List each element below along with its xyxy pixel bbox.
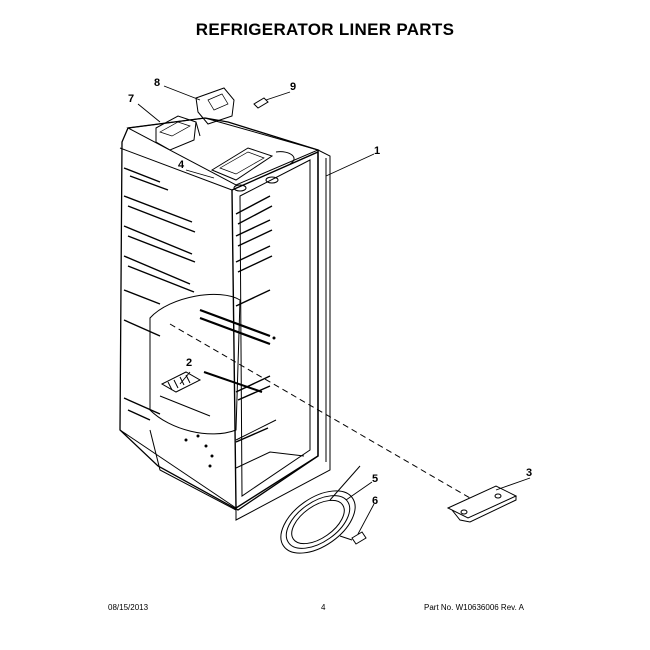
fastener-holes	[184, 336, 276, 468]
vent-grille-2	[160, 371, 202, 393]
callout-2: 2	[186, 357, 192, 369]
bracket-8	[195, 87, 235, 125]
damper-housing-7	[155, 115, 201, 151]
callout-1: 1	[374, 145, 380, 157]
callout-5: 5	[372, 473, 378, 485]
callout-7: 7	[128, 93, 134, 105]
right-shelf-rails	[235, 195, 273, 443]
callout-4: 4	[178, 159, 185, 171]
footer-part-number: Part No. W10636006 Rev. A	[424, 603, 524, 612]
liner-body	[119, 117, 331, 521]
leader-dashed-3	[169, 323, 471, 499]
back-recess	[149, 294, 271, 435]
page-title: REFRIGERATOR LINER PARTS	[195, 20, 455, 39]
control-housing-4	[210, 147, 295, 192]
callout-6: 6	[372, 495, 378, 507]
callout-9: 9	[290, 81, 296, 93]
footer-date: 08/15/2013	[108, 603, 149, 612]
light-cover-3	[446, 485, 518, 523]
clip-6	[351, 531, 367, 545]
footer-page-number: 4	[321, 603, 326, 612]
callout-3: 3	[526, 467, 532, 479]
left-shelf-rails	[123, 167, 196, 421]
leader-lines	[137, 85, 531, 535]
tubing-coil-5	[280, 465, 361, 554]
callout-8: 8	[154, 77, 160, 89]
screw-9	[253, 97, 269, 109]
